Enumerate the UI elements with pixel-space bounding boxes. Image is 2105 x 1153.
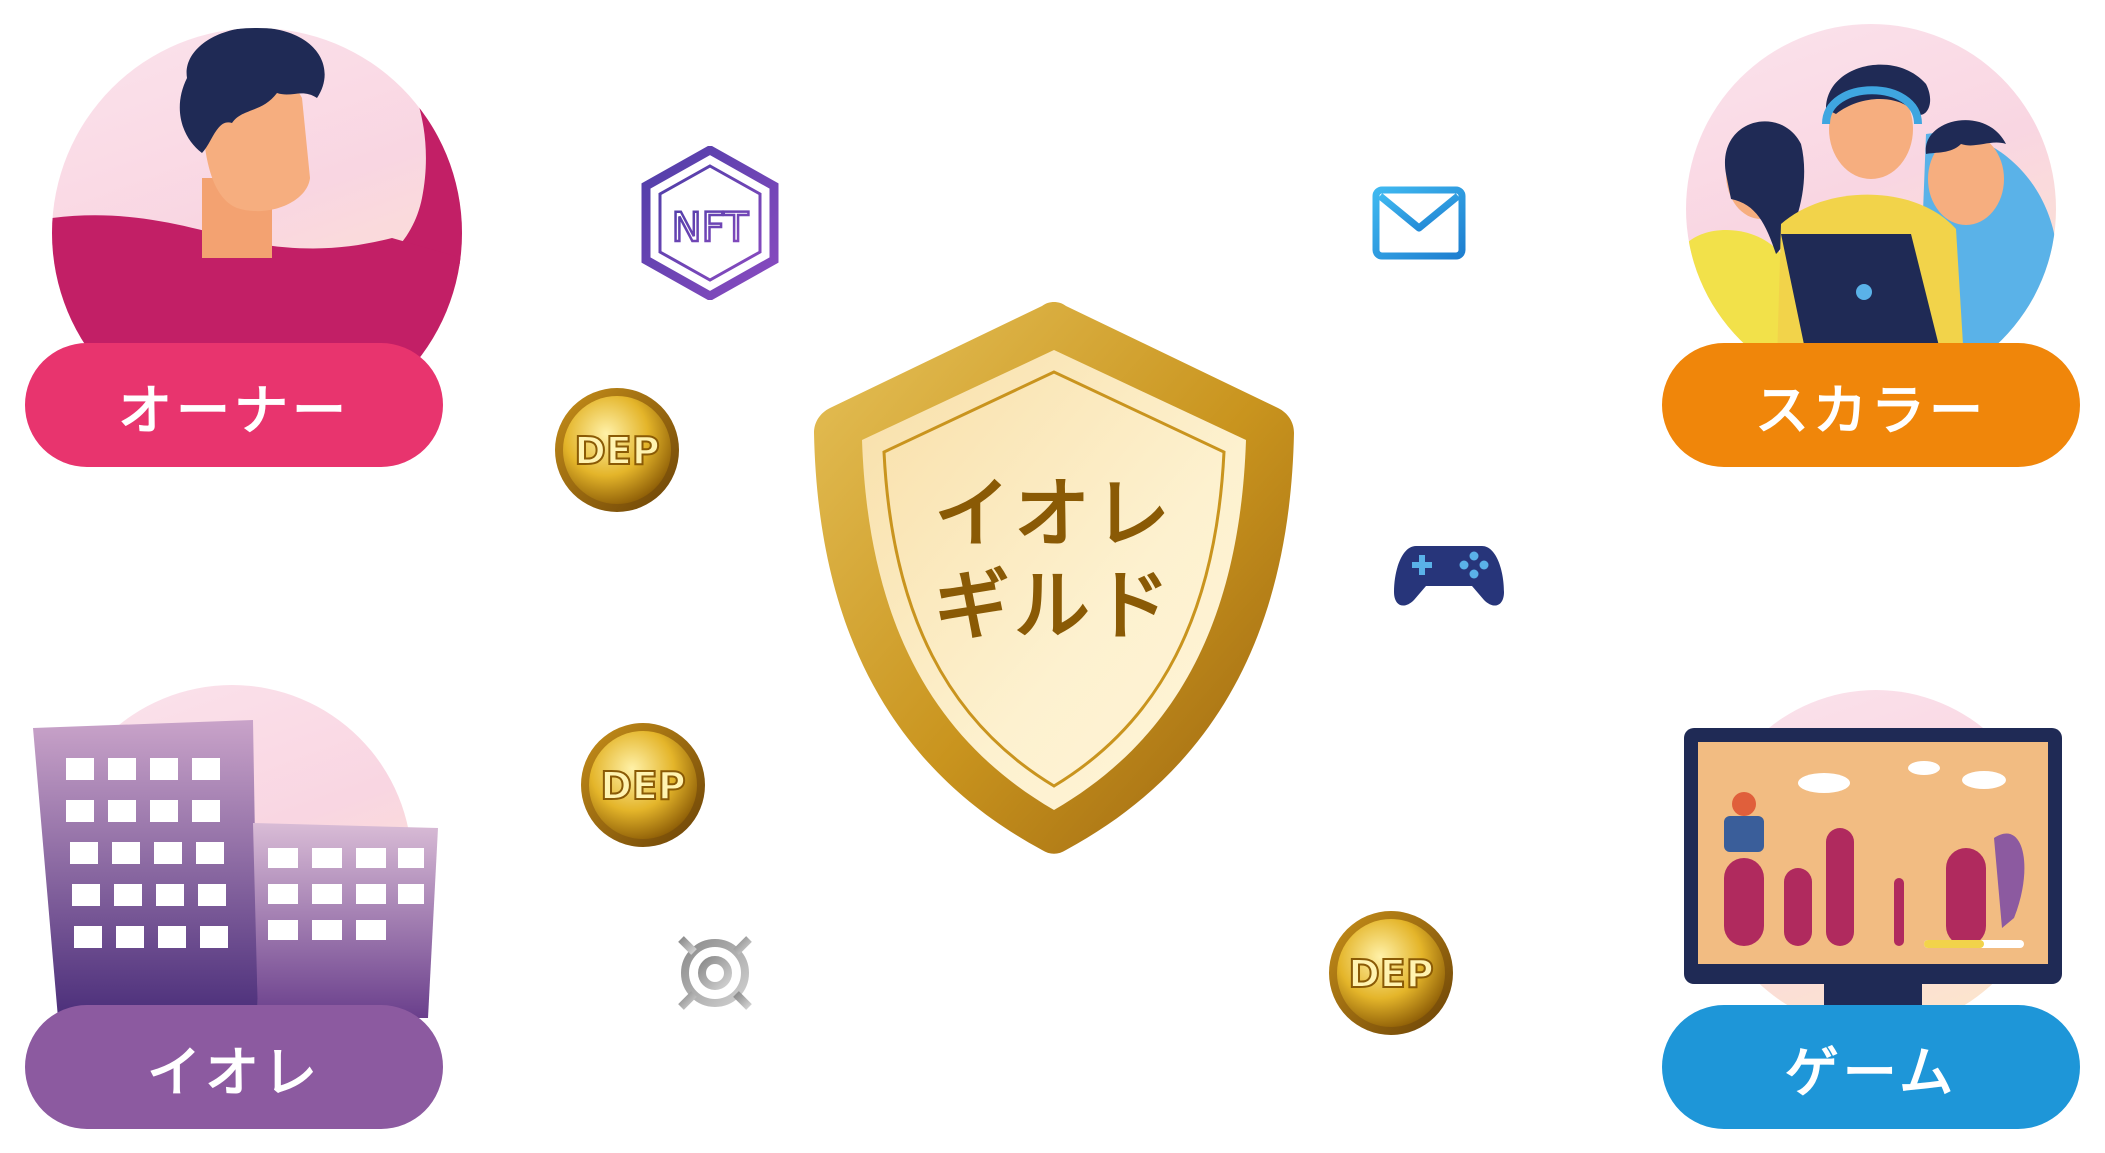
dep-coin-label: DEP xyxy=(574,429,659,473)
dep-coin-3: DEP xyxy=(1329,911,1453,1035)
iore-badge: イオレ xyxy=(25,1005,443,1129)
mail-icon xyxy=(1372,186,1466,260)
scholar-group-icon xyxy=(1686,64,2056,394)
game-label: ゲーム xyxy=(1784,1040,1958,1104)
scholar-illustration xyxy=(1686,24,2056,394)
guild-shield: イオレ ギルド xyxy=(810,298,1298,858)
shield-icon xyxy=(814,302,1294,854)
scholar-label: スカラー xyxy=(1755,378,1987,442)
nft-label: NFT xyxy=(672,205,749,251)
guild-title-line1: イオレ xyxy=(934,469,1174,558)
dep-coin-label: DEP xyxy=(600,764,685,808)
building-icon xyxy=(33,720,438,1018)
owner-badge: オーナー xyxy=(25,343,443,467)
dep-coin-2: DEP xyxy=(581,723,705,847)
game-badge: ゲーム xyxy=(1662,1005,2080,1129)
gamepad-icon xyxy=(1394,546,1504,606)
guild-title-line2: ギルド xyxy=(934,561,1174,650)
owner-label: オーナー xyxy=(118,378,350,442)
iore-label: イオレ xyxy=(147,1040,321,1104)
dep-coin-1: DEP xyxy=(555,388,679,512)
monitor-game-icon xyxy=(1684,728,2062,1008)
gear-icon xyxy=(667,925,763,1021)
scholar-badge: スカラー xyxy=(1662,343,2080,467)
nft-hexagon-icon: NFT xyxy=(641,146,779,300)
dep-coin-label: DEP xyxy=(1348,952,1433,996)
